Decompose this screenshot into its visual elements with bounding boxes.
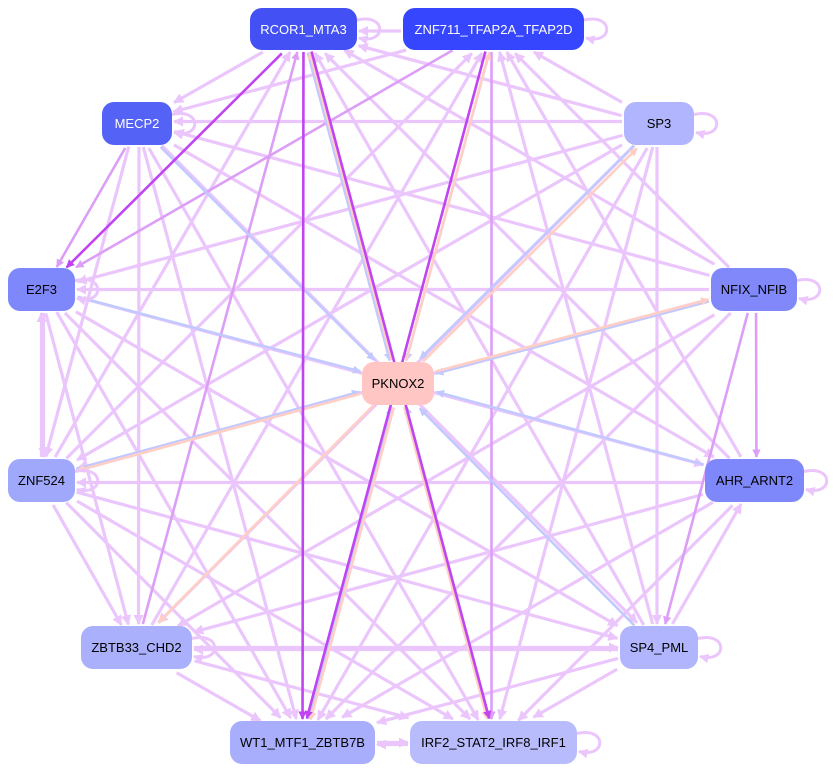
- self-loop-S3: [693, 112, 719, 140]
- node-nfix-nfib[interactable]: NFIX_NFIB: [711, 268, 797, 311]
- edge-E-S4: [75, 310, 619, 628]
- edge-P-W: [308, 407, 395, 721]
- edge-S3-R: [357, 43, 622, 118]
- node-label: ZBTB33_CHD2: [91, 640, 182, 655]
- edge-A-P: [435, 389, 704, 466]
- edge-N-P: [435, 300, 710, 376]
- edge-S3-I: [497, 146, 655, 720]
- edge-ZB-Z: [150, 52, 484, 626]
- edge-S4-Z: [497, 51, 655, 625]
- self-loop-R: [356, 17, 382, 45]
- edge-ZB-W: [175, 671, 262, 723]
- edge-S4-P: [418, 407, 636, 627]
- edge-S4-R: [313, 52, 646, 626]
- edge-M-P: [159, 146, 376, 361]
- node-label: SP4_PML: [629, 640, 689, 655]
- node-label: ZNF711_TFAP2A_TFAP2D: [414, 21, 573, 37]
- node-label: ZNF524: [18, 473, 65, 488]
- node-label: NFIX_NFIB: [720, 282, 788, 297]
- node-mecp2[interactable]: MECP2: [102, 102, 172, 145]
- edge-N-Z: [513, 52, 731, 269]
- node-label: PKNOX2: [371, 376, 425, 391]
- node-pknox2[interactable]: PKNOX2: [362, 362, 434, 405]
- edge-M-A: [173, 143, 715, 459]
- node-label: MECP2: [114, 116, 160, 131]
- edge-Z5-W: [65, 501, 282, 719]
- edge-P-Z5: [76, 392, 361, 473]
- edge-P-Z: [405, 51, 492, 361]
- edge-N-W: [324, 311, 732, 721]
- edge-Z-E: [75, 49, 454, 269]
- self-loop-A: [803, 469, 829, 497]
- node-label: AHR_ARNT2: [715, 473, 794, 488]
- node-label: SP3: [646, 116, 672, 131]
- node-zbtb33-chd2[interactable]: ZBTB33_CHD2: [81, 626, 192, 669]
- edge-A-I: [517, 504, 734, 722]
- node-sp3[interactable]: SP3: [624, 102, 694, 145]
- edge-W-P: [307, 406, 394, 720]
- node-rcor1-mta3[interactable]: RCOR1_MTA3: [250, 8, 357, 50]
- node-znf524[interactable]: ZNF524: [8, 459, 75, 502]
- node-sp4-pml[interactable]: SP4_PML: [620, 626, 698, 669]
- edge-ZB-R: [141, 51, 300, 625]
- edge-Z5-I: [76, 499, 454, 721]
- self-loop-E: [74, 278, 100, 306]
- self-loop-ZB: [191, 636, 217, 664]
- node-znf711-tfap2a-tfap2d[interactable]: ZNF711_TFAP2A_TFAP2D: [403, 8, 584, 50]
- node-irf2-stat2-irf8-irf1[interactable]: IRF2_STAT2_IRF8_IRF1: [410, 721, 577, 764]
- edge-M-E: [55, 147, 127, 268]
- edge-M-Z5: [43, 146, 131, 458]
- edge-S4-W: [376, 656, 619, 726]
- edge-S4-A: [671, 503, 743, 625]
- edge-N-M: [173, 128, 710, 278]
- self-loop-Z5: [74, 469, 100, 497]
- node-label: WT1_MTF1_ZBTB7B: [240, 735, 365, 750]
- edge-E-I: [63, 311, 472, 721]
- edge-Z5-P: [76, 389, 361, 471]
- edge-M-I: [147, 147, 480, 721]
- edge-R-E: [65, 52, 283, 269]
- edge-S4-I: [532, 667, 618, 719]
- edge-E-P: [77, 295, 362, 374]
- node-label: IRF2_STAT2_IRF8_IRF1: [421, 735, 566, 750]
- edge-S3-Z5: [76, 143, 623, 462]
- edge-P-I: [402, 406, 490, 720]
- node-label: E2F3: [25, 282, 58, 297]
- self-loop-Z: [583, 17, 609, 45]
- edge-P-R: [307, 51, 393, 361]
- self-loop-N: [796, 278, 822, 306]
- edge-P-S3: [422, 147, 638, 363]
- node-ahr-arnt2[interactable]: AHR_ARNT2: [705, 459, 804, 502]
- edge-S3-P: [419, 144, 635, 360]
- edge-S3-Z: [532, 50, 623, 104]
- node-label: RCOR1_MTA3: [260, 21, 347, 37]
- node-e2f3[interactable]: E2F3: [8, 268, 75, 311]
- edge-R-P: [306, 52, 392, 362]
- self-loop-S4: [697, 636, 723, 664]
- edge-R-W: [298, 51, 307, 720]
- edge-R-M: [173, 50, 264, 104]
- edge-A-W: [341, 500, 714, 719]
- edge-Z5-ZB: [51, 504, 123, 626]
- self-loop-M: [171, 112, 197, 140]
- self-loop-I: [576, 731, 602, 759]
- edge-P-N: [435, 297, 710, 373]
- edge-P-ZB: [157, 404, 375, 624]
- edge-N-ZB: [177, 313, 716, 628]
- node-wt1-mtf1-zbtb7b[interactable]: WT1_MTF1_ZBTB7B: [230, 721, 375, 764]
